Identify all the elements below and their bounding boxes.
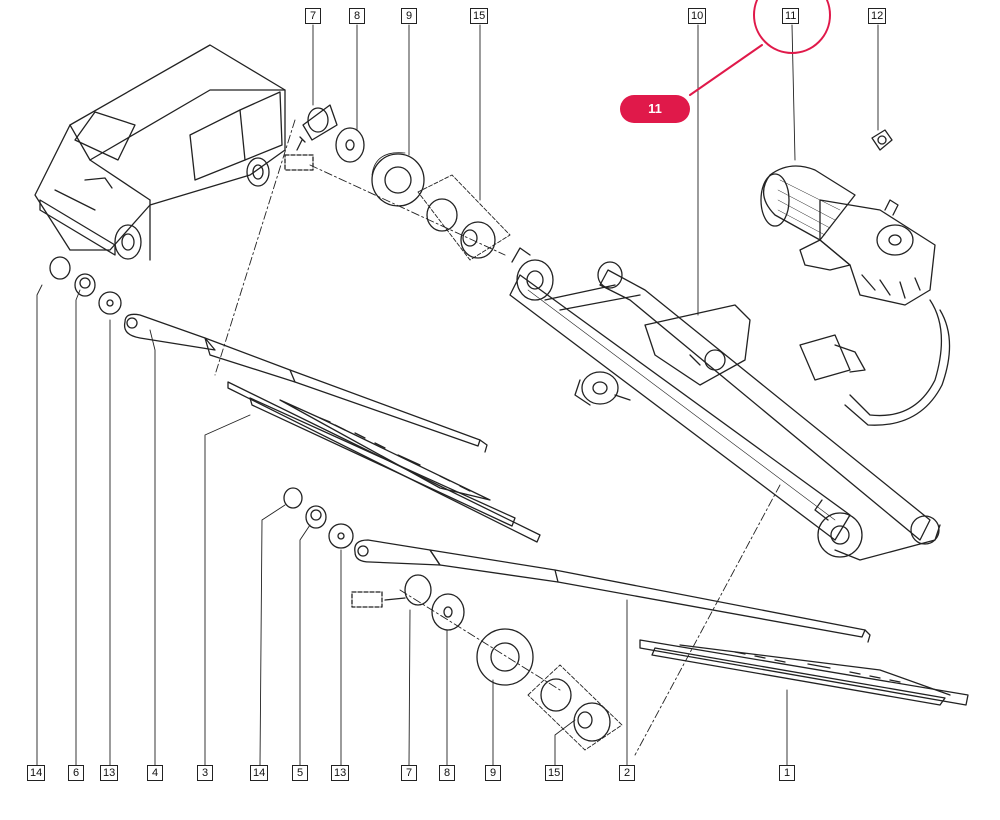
callout-top-15: 15 — [470, 8, 489, 24]
callout-bottom-8: 8 — [439, 765, 455, 781]
callout-bottom-14-left: 14 — [27, 765, 46, 781]
upper-wiper-arm — [123, 313, 488, 453]
callout-top-9: 9 — [401, 8, 417, 24]
highlight-marker — [689, 0, 831, 96]
callout-top-11: 11 — [782, 8, 800, 24]
callout-bottom-3: 3 — [197, 765, 213, 781]
callout-bottom-4: 4 — [147, 765, 163, 781]
lower-wiper-blade — [639, 639, 969, 706]
callout-bottom-14-right: 14 — [250, 765, 269, 781]
callout-bottom-7: 7 — [401, 765, 417, 781]
callout-bottom-13-left: 13 — [100, 765, 119, 781]
callout-bottom-1: 1 — [779, 765, 795, 781]
callout-bottom-2: 2 — [619, 765, 635, 781]
guide-lines — [214, 119, 781, 756]
callout-bottom-6: 6 — [68, 765, 84, 781]
wiper-motor — [760, 129, 951, 426]
callout-bottom-9: 9 — [485, 765, 501, 781]
upper-fixings — [284, 104, 511, 261]
van-illustration — [34, 44, 286, 261]
callout-top-10: 10 — [688, 8, 707, 24]
callout-top-7: 7 — [305, 8, 321, 24]
callout-bottom-5: 5 — [292, 765, 308, 781]
callout-bottom-13-right: 13 — [331, 765, 350, 781]
upper-wiper-blade — [227, 381, 541, 543]
leader-lines — [36, 24, 879, 766]
callout-top-12: 12 — [868, 8, 887, 24]
linkage-assembly — [509, 247, 941, 561]
left-fixings — [49, 256, 122, 315]
callout-top-8: 8 — [349, 8, 365, 24]
lower-wiper-arm — [354, 539, 871, 643]
highlight-badge[interactable]: 11 — [620, 95, 690, 123]
callout-bottom-15: 15 — [545, 765, 564, 781]
lower-fixings — [283, 487, 623, 751]
